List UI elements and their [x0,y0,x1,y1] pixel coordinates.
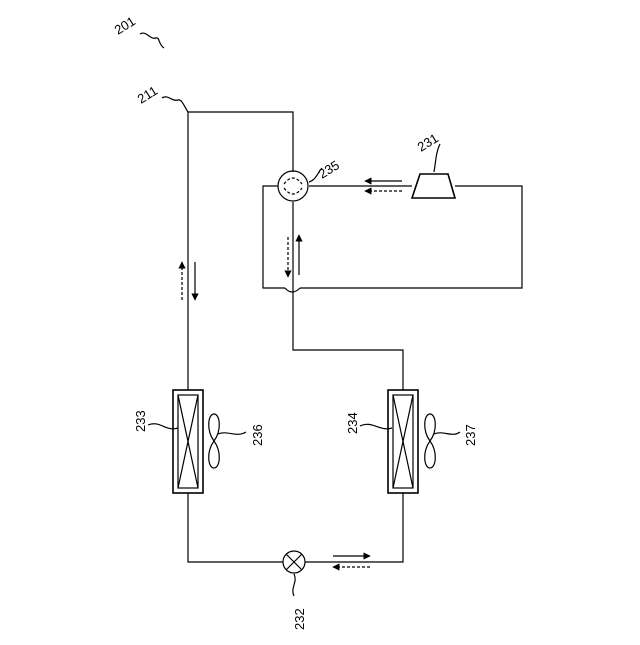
label-heat-exchanger-right: 234 [345,412,360,434]
fan-left-blade-top [209,414,220,441]
label-heat-exchanger-left: 233 [133,410,148,432]
leader-236 [218,432,246,434]
piping [188,112,522,562]
fan-right-blade-top [425,414,436,441]
label-expansion-valve: 232 [292,608,307,630]
pipe-compressor-right [300,186,522,288]
expansion-valve: 232 [283,551,307,630]
valve-body [278,171,308,201]
compressor: 231 [412,130,455,198]
heat-exchanger-left: 233 [133,390,203,493]
label-pipe: 211 [135,83,161,107]
pipe-bottom-left [188,493,283,562]
label-201-group: 201 [112,13,164,48]
leader-201 [140,33,164,48]
valve-port-upper [284,178,302,184]
label-fan-left: 236 [250,424,265,446]
fan-right: 237 [425,414,478,468]
four-way-valve: 235 [278,157,342,201]
leader-237 [434,432,460,434]
pipe-top-left [188,112,293,390]
leader-231 [434,144,440,172]
fan-left: 236 [209,414,265,468]
pipe-valve-left [263,186,285,288]
compressor-body [412,174,455,198]
pipe-bottom-right [305,493,403,562]
label-four-way-valve: 235 [316,157,342,181]
leader-211 [162,97,188,112]
heat-exchanger-right: 234 [345,390,418,493]
label-system: 201 [112,13,138,37]
label-fan-right: 237 [463,424,478,446]
leader-232 [293,574,295,596]
pipe-valve-down [293,202,403,390]
label-211-group: 211 [135,83,188,112]
valve-port-lower [284,188,302,194]
fan-right-blade-bottom [425,441,436,468]
fan-left-blade-bottom [209,441,220,468]
